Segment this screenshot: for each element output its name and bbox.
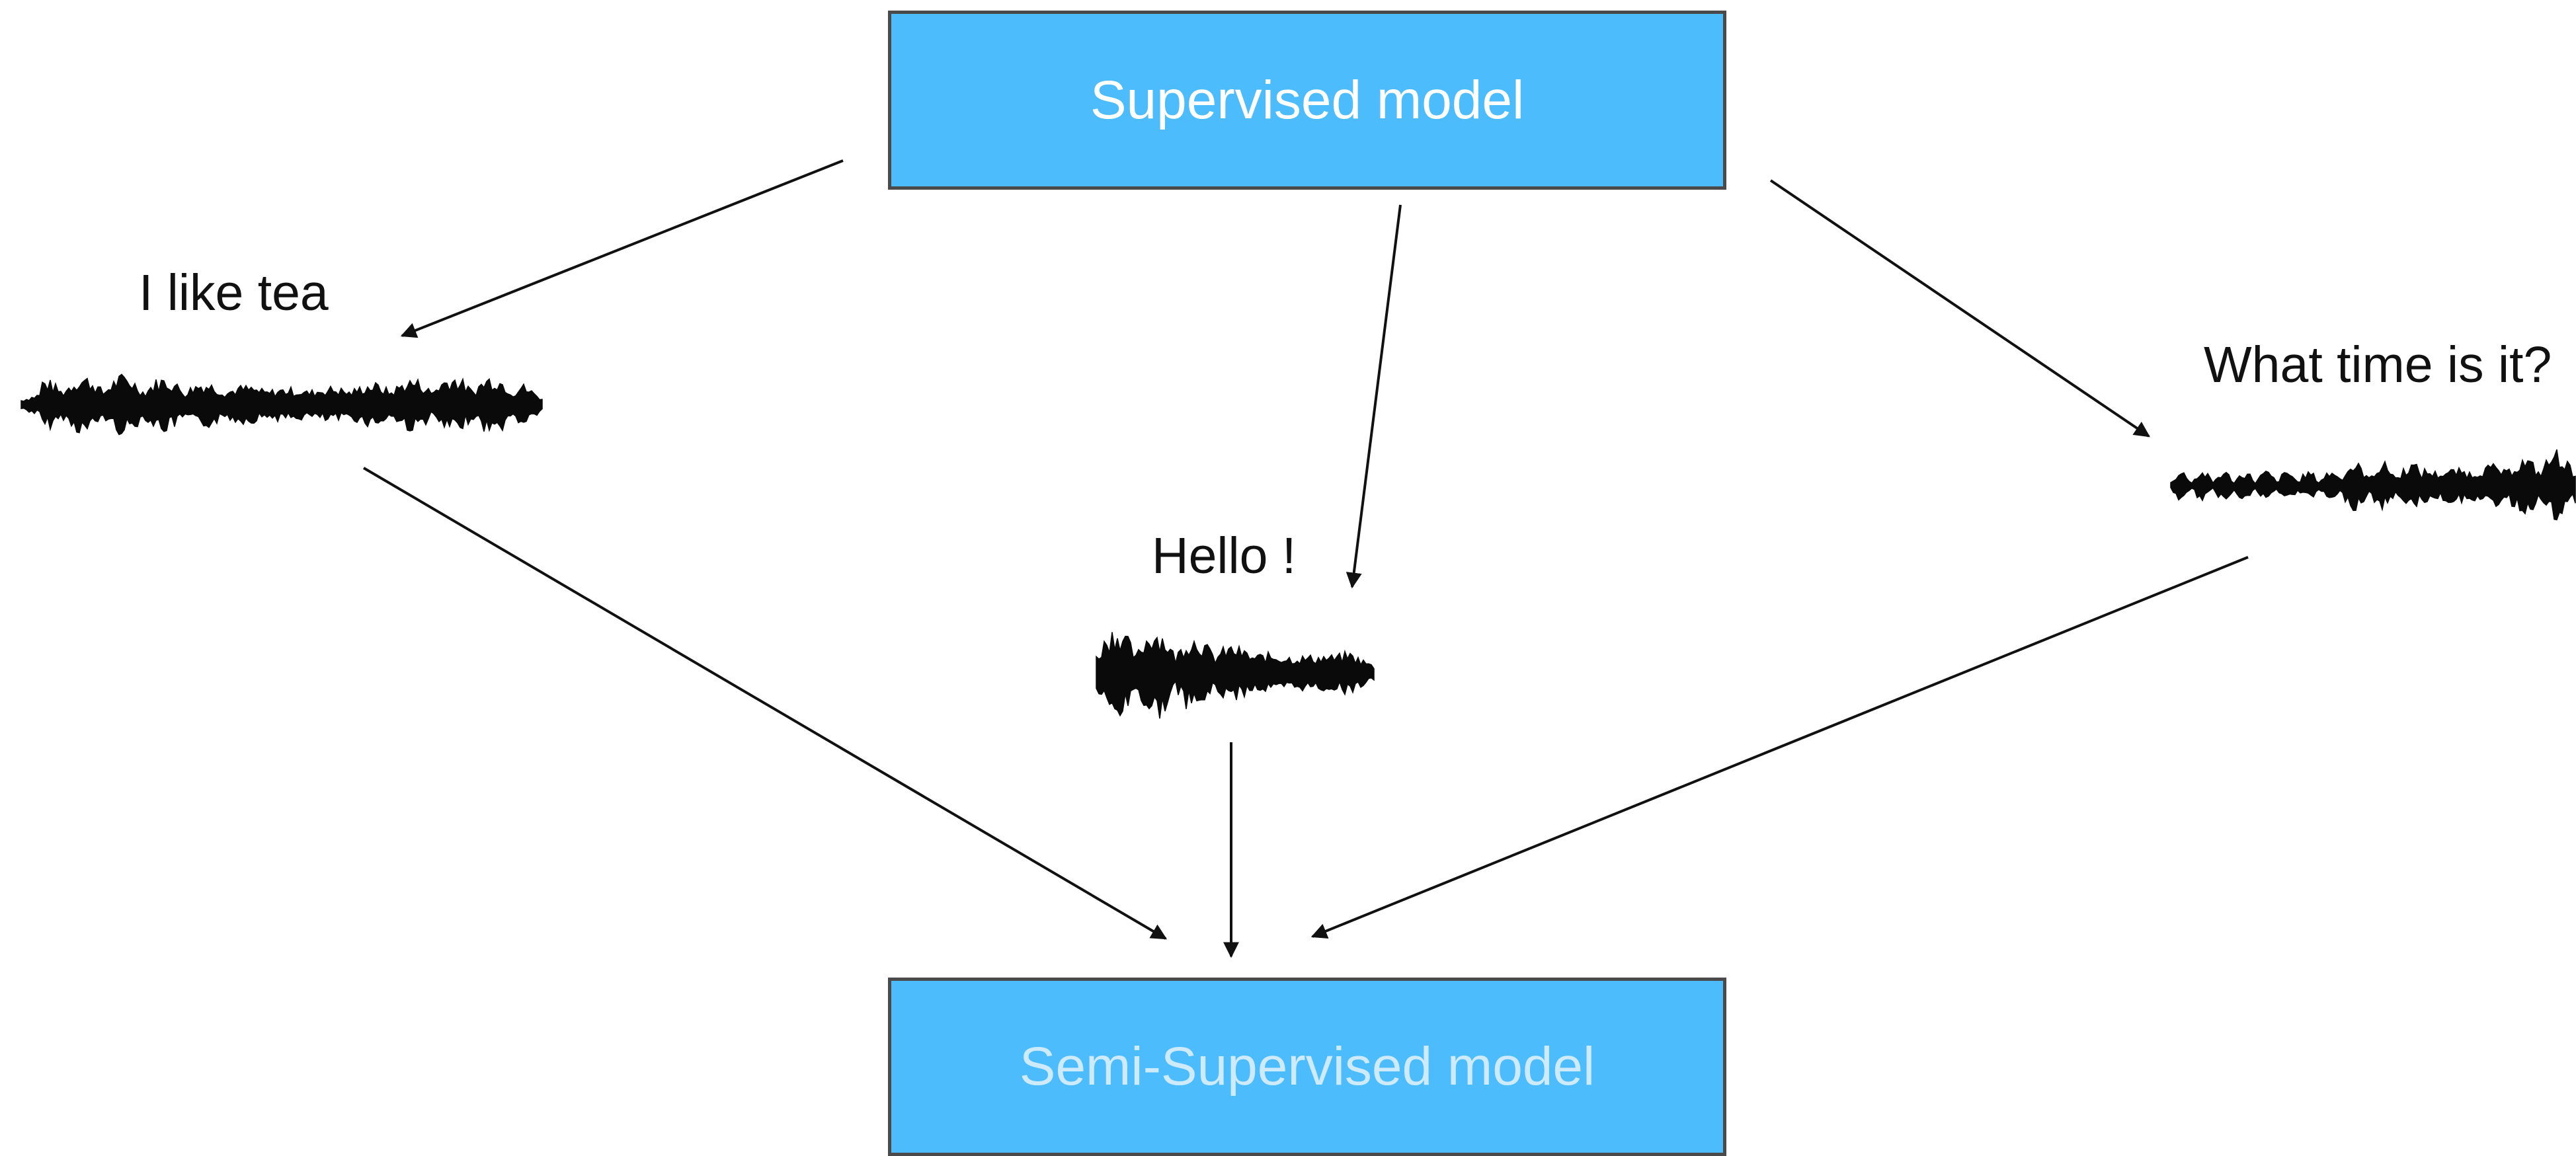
semi-supervised-model-label: Semi-Supervised model bbox=[1019, 1036, 1595, 1097]
arrow-tea-to-bottom bbox=[362, 467, 1168, 940]
waveform-i-like-tea bbox=[20, 373, 543, 436]
arrow-top-to-tea bbox=[400, 159, 844, 338]
caption-i-like-tea: I like tea bbox=[139, 264, 329, 321]
semi-supervised-model-box: Semi-Supervised model bbox=[888, 978, 1726, 1156]
caption-hello: Hello ! bbox=[1152, 527, 1297, 584]
caption-what-time: What time is it? bbox=[2204, 336, 2552, 393]
arrow-top-to-hello bbox=[1346, 204, 1402, 589]
waveform-what-time bbox=[2170, 449, 2576, 521]
arrow-top-to-whattime bbox=[1769, 179, 2150, 438]
supervised-model-label: Supervised model bbox=[1090, 69, 1525, 130]
waveform-hello bbox=[1096, 632, 1375, 719]
supervised-model-box: Supervised model bbox=[888, 11, 1726, 190]
arrow-whattime-to-bottom bbox=[1310, 556, 2249, 939]
